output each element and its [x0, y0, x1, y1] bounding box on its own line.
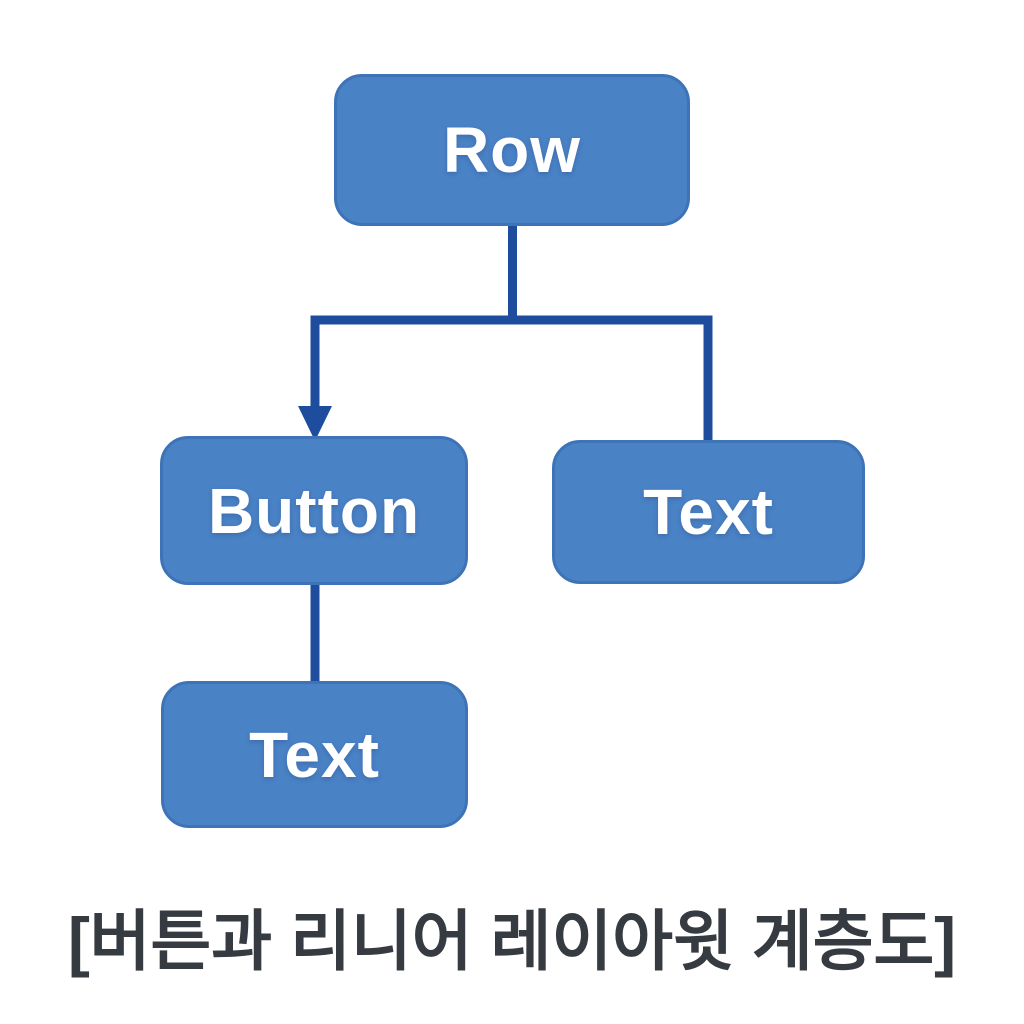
node-text-bottom: Text: [161, 681, 468, 828]
edge-row-children: [310, 315, 713, 442]
arrowhead-button: [298, 406, 332, 441]
node-text-right: Text: [552, 440, 865, 584]
node-text-bottom-label: Text: [249, 718, 380, 791]
node-button-label: Button: [207, 474, 421, 547]
node-row: Row: [334, 74, 690, 226]
node-row-label: Row: [442, 114, 582, 186]
diagram-caption: [버튼과 리니어 레이아윗 계층도]: [67, 904, 957, 978]
node-text-right-label: Text: [643, 476, 774, 548]
node-button: Button: [160, 436, 468, 585]
